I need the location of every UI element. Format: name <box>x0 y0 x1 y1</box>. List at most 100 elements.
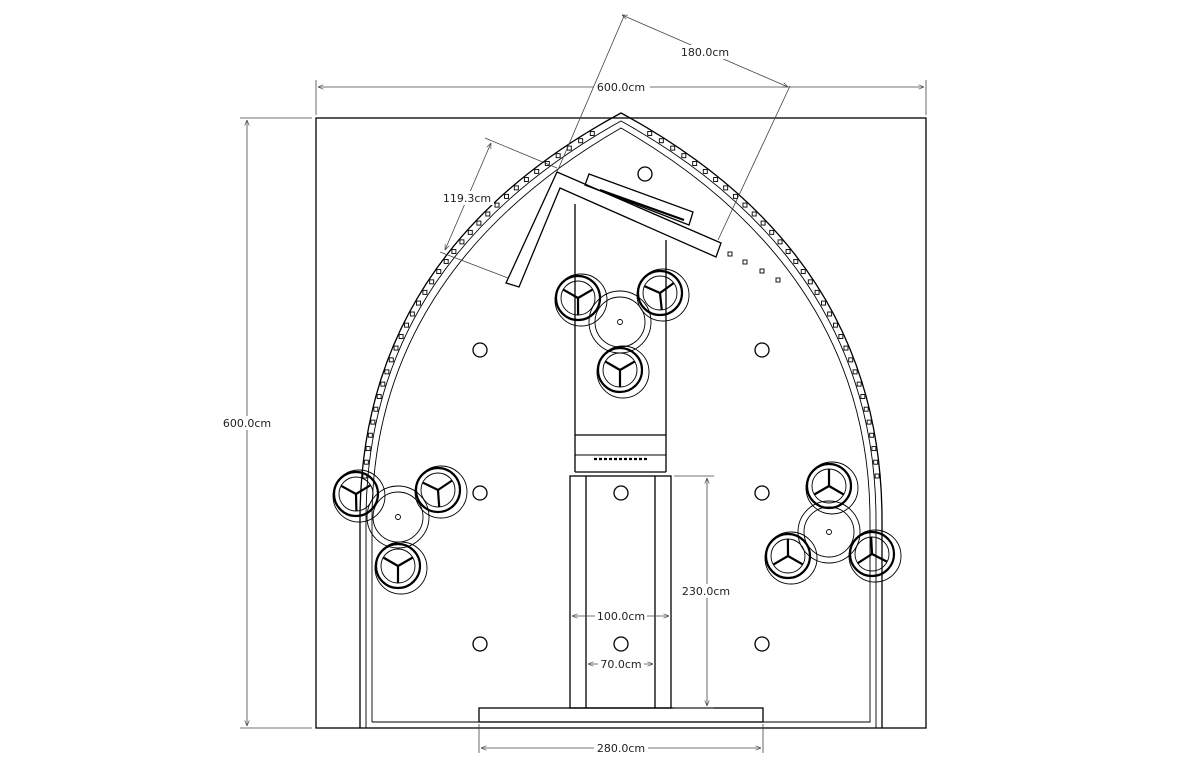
arch-fixture <box>416 300 421 306</box>
walkway-inner-label: 70.0cm <box>600 658 641 671</box>
arch-fixture <box>393 345 399 351</box>
arch-fixture <box>388 357 394 363</box>
arch-fixture <box>843 345 849 351</box>
arch-fixture <box>370 419 376 425</box>
arch-fixture <box>785 249 791 255</box>
arch-fixture <box>513 185 519 191</box>
dim-stage-width: 280.0cm <box>478 724 764 755</box>
runway-upper <box>574 204 667 473</box>
arch-fixture <box>723 185 729 191</box>
arch-fixture <box>376 394 382 399</box>
arch-fixture <box>838 334 844 339</box>
dim-screen-width: 180.0cm <box>556 14 791 241</box>
room-height-label: 600.0cm <box>223 417 271 430</box>
chair <box>374 541 428 595</box>
arch-fixture <box>398 334 404 339</box>
arch-fixture <box>647 131 653 136</box>
dim-side-panel: 119.3cm <box>439 137 558 279</box>
table <box>366 485 430 549</box>
arch-fixture <box>871 446 877 452</box>
dim-room-height: 600.0cm <box>220 117 312 729</box>
arch-fixture <box>860 394 866 399</box>
screen-width-label: 180.0cm <box>681 46 729 59</box>
arch-fixture <box>742 202 748 208</box>
side-panel-label: 119.3cm <box>443 192 491 205</box>
arch-fixture <box>692 161 698 166</box>
walkway <box>569 475 672 709</box>
led-screen-assembly <box>505 171 722 288</box>
arch-fixture <box>404 322 410 328</box>
seating-cluster <box>332 465 468 595</box>
chair <box>332 469 386 523</box>
arch-fixture <box>384 369 390 375</box>
arch-fixture <box>429 279 435 285</box>
arch-fixture <box>494 202 500 208</box>
dim-walkway-inner: 70.0cm <box>588 657 653 671</box>
arch-fixture <box>814 289 820 295</box>
room-width-label: 600.0cm <box>597 81 645 94</box>
stage <box>478 707 764 723</box>
arch-light-fixtures <box>362 131 880 479</box>
seating-cluster <box>554 268 690 399</box>
arch-fixture <box>523 177 529 182</box>
arch-fixture <box>866 419 872 425</box>
arch-fixture <box>555 153 561 159</box>
arch-fixture <box>363 459 369 465</box>
arch-fixture <box>777 239 783 245</box>
arch-fixture <box>800 269 806 274</box>
dim-room-width: 600.0cm <box>315 80 927 115</box>
arch-fixture <box>821 300 826 306</box>
arch-fixture <box>578 138 584 144</box>
arch-fixture <box>658 138 664 144</box>
arch-fixture <box>733 193 738 199</box>
arch-fixture <box>856 381 862 387</box>
chair <box>848 529 902 583</box>
tent-arch <box>359 112 883 728</box>
arch-fixture <box>365 446 371 452</box>
arch-fixture <box>459 239 465 245</box>
arch-fixture <box>848 357 854 363</box>
chair <box>636 268 690 322</box>
arch-fixture <box>769 229 775 235</box>
chair <box>764 531 818 585</box>
chair <box>554 273 608 327</box>
arch-fixture <box>873 459 879 465</box>
dim-walkway-length: 230.0cm <box>674 475 733 709</box>
arch-fixture <box>476 220 482 226</box>
screen-fixture <box>759 268 765 274</box>
arch-fixture <box>869 432 875 438</box>
room-outline <box>315 117 927 729</box>
arch-fixture <box>874 473 880 479</box>
chair <box>805 461 859 515</box>
arch-fixture <box>793 258 799 264</box>
arch-fixture <box>422 289 428 295</box>
arch-fixture <box>451 249 457 255</box>
table <box>588 290 652 354</box>
arch-fixture <box>863 406 869 412</box>
arch-fixture <box>436 269 442 274</box>
arch-fixture <box>380 381 386 387</box>
walkway-outer-label: 100.0cm <box>597 610 645 623</box>
screen-fixture <box>727 251 733 257</box>
stage-width-label: 280.0cm <box>597 742 645 755</box>
arch-fixture <box>713 177 719 182</box>
arch-fixture <box>485 211 491 217</box>
walkway-length-label: 230.0cm <box>682 585 730 598</box>
arch-fixture <box>467 229 473 235</box>
arch-fixture <box>670 145 676 151</box>
floor-spots <box>472 166 770 652</box>
arch-fixture <box>702 168 708 174</box>
screen-fixture <box>775 277 781 283</box>
seating-clusters <box>332 268 902 595</box>
arch-fixture <box>367 432 373 438</box>
arch-fixture <box>852 369 858 375</box>
dim-walkway-outer: 100.0cm <box>572 609 669 623</box>
arch-fixture <box>807 279 813 285</box>
arch-fixture <box>534 168 540 174</box>
arch-fixture <box>681 153 687 159</box>
arch-fixture <box>760 220 766 226</box>
arch-fixture <box>832 322 838 328</box>
arch-fixture <box>589 131 595 136</box>
screen-fixture <box>742 259 748 265</box>
